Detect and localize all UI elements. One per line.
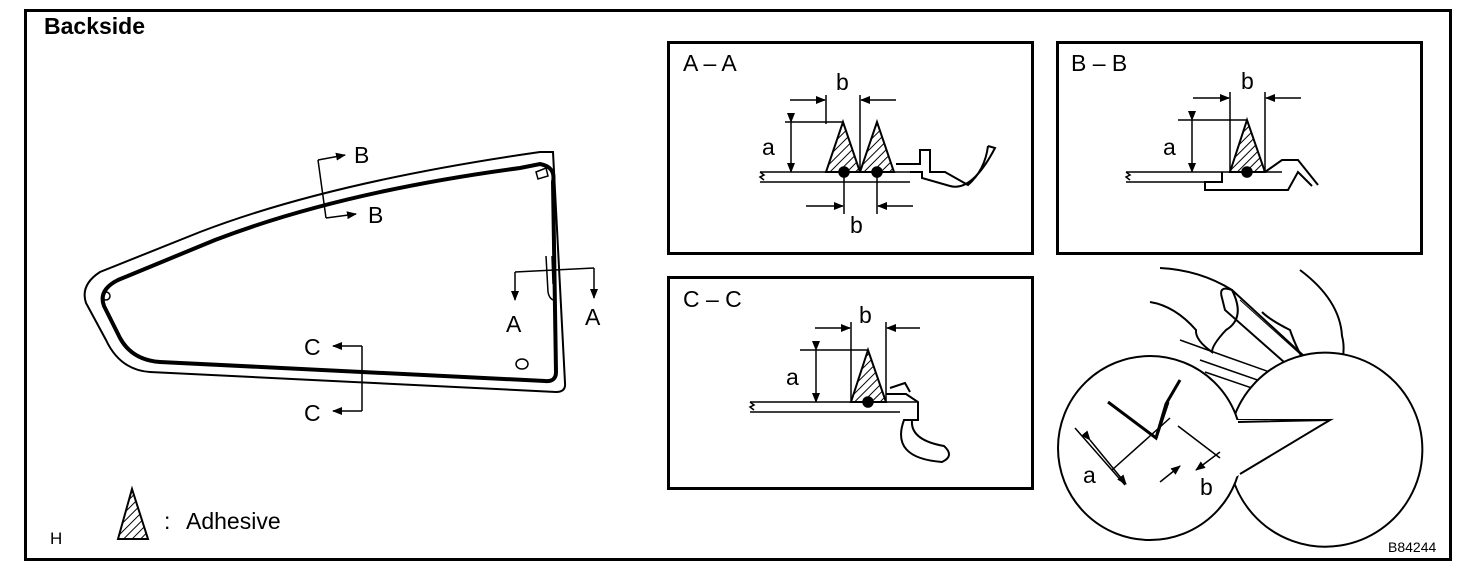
- section-line-b: [317, 152, 357, 220]
- section-label-c-bottom: C: [304, 400, 321, 426]
- section-aa-drawing: [758, 95, 997, 214]
- panel-section-aa: [667, 41, 1034, 255]
- section-line-c: [332, 342, 363, 415]
- corner-letter: H: [50, 529, 63, 548]
- section-line-a: [511, 267, 598, 301]
- panel-aa-dim-b-top: b: [836, 69, 849, 95]
- applicator-dim-b: b: [1200, 474, 1213, 500]
- panel-section-cc: [667, 276, 1034, 490]
- panel-cc-dim-b: b: [859, 302, 872, 328]
- quarter-window-glass: [83, 151, 567, 394]
- diagram-frame: [24, 9, 1452, 561]
- panel-cc-dim-a: a: [786, 364, 799, 390]
- panel-aa-dim-b-bottom: b: [850, 212, 863, 238]
- applicator-dim-a: a: [1083, 462, 1096, 488]
- legend-colon: :: [164, 508, 171, 534]
- panel-aa-dim-a: a: [762, 134, 775, 160]
- section-label-b-bottom: B: [368, 202, 384, 228]
- legend-label: Adhesive: [186, 508, 281, 534]
- section-label-c-top: C: [304, 334, 321, 360]
- section-cc-drawing: [748, 322, 950, 464]
- figure-id: B84244: [1388, 539, 1437, 555]
- section-label-a-left: A: [506, 311, 522, 337]
- panel-cc-title: C – C: [683, 286, 742, 312]
- adhesive-legend-symbol: [116, 485, 150, 540]
- diagram-title: Backside: [44, 13, 146, 39]
- section-bb-drawing: [1124, 92, 1319, 191]
- applicator-illustration: [1057, 267, 1424, 548]
- section-label-b-top: B: [354, 142, 370, 168]
- panel-bb-title: B – B: [1071, 50, 1128, 76]
- section-label-a-right: A: [585, 304, 601, 330]
- panel-bb-dim-b: b: [1241, 68, 1254, 94]
- panel-aa-title: A – A: [683, 50, 737, 76]
- panel-bb-dim-a: a: [1163, 134, 1176, 160]
- panel-section-bb: [1056, 41, 1423, 255]
